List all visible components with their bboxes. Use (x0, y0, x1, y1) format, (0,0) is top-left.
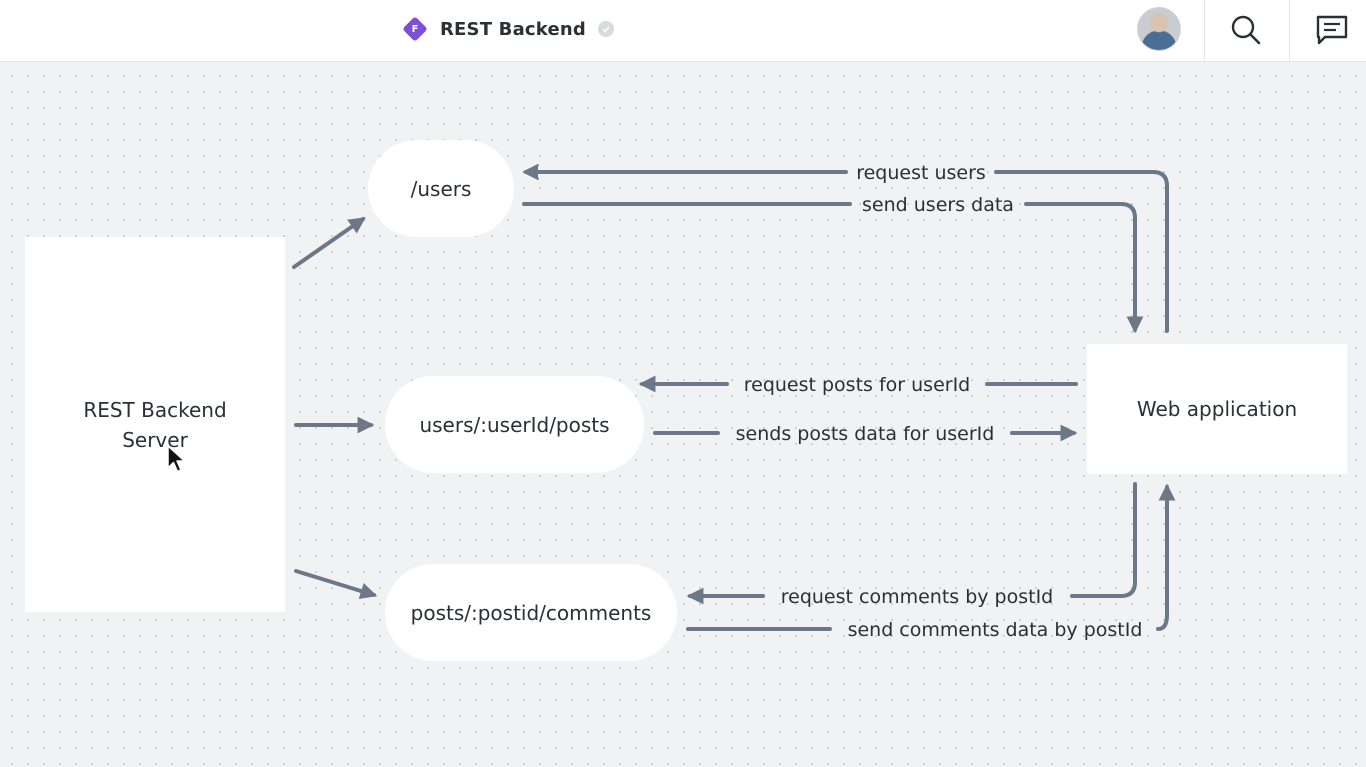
comment-icon[interactable] (1312, 10, 1352, 50)
node-label: users/:userId/posts (419, 412, 610, 437)
node-label: Server (122, 427, 188, 452)
diamond-badge-icon: F (402, 16, 428, 42)
header-divider (1204, 0, 1205, 62)
badge-letter: F (411, 23, 419, 35)
document-title[interactable]: REST Backend (440, 18, 586, 40)
node-label: /users (410, 176, 472, 201)
top-bar: F REST Backend (0, 0, 1366, 62)
user-avatar[interactable] (1137, 7, 1181, 51)
mouse-cursor-icon (167, 445, 186, 473)
header-divider (1289, 0, 1290, 62)
users-endpoint-node[interactable]: /users (368, 140, 514, 237)
node-label: posts/:postid/comments (410, 600, 652, 625)
rest-backend-server-node[interactable]: REST Backend Server (25, 237, 285, 612)
node-label: Web application (1136, 397, 1298, 421)
document-title-group[interactable]: F REST Backend (402, 15, 614, 43)
verified-check-icon (598, 21, 614, 37)
search-icon[interactable] (1226, 10, 1266, 50)
user-posts-endpoint-node[interactable]: users/:userId/posts (385, 376, 644, 473)
node-label: REST Backend (83, 397, 227, 422)
post-comments-endpoint-node[interactable]: posts/:postid/comments (385, 564, 677, 661)
web-application-node[interactable]: Web application (1087, 344, 1347, 474)
